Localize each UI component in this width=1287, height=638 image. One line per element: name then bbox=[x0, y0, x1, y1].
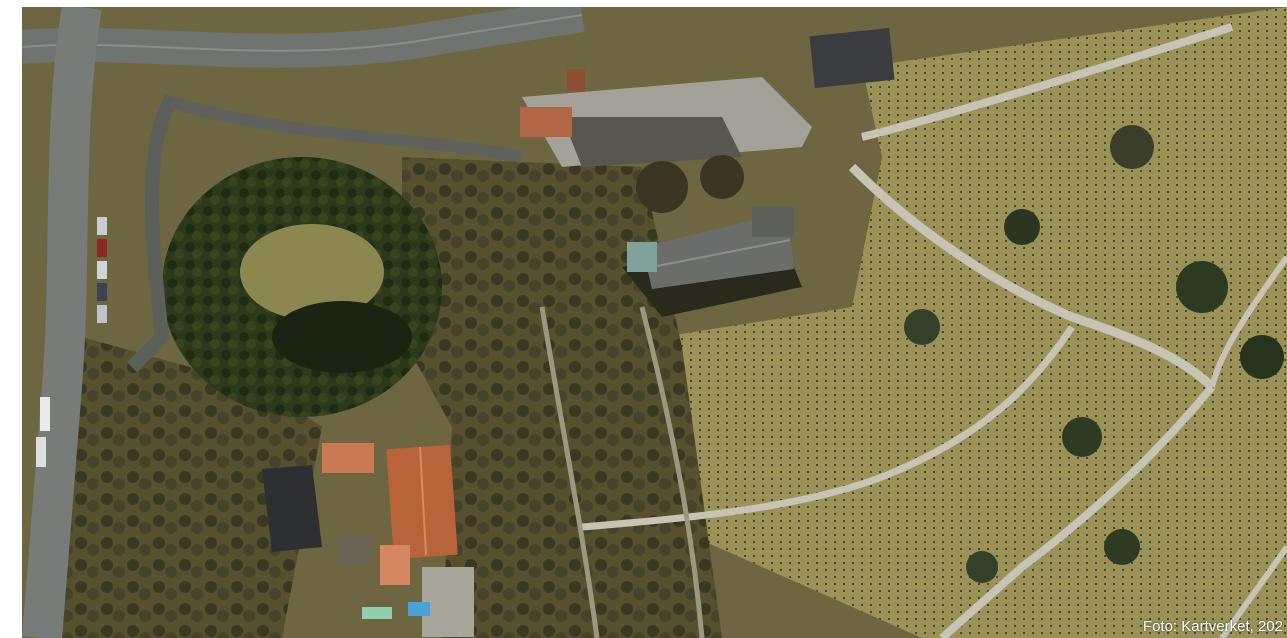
yard bbox=[422, 567, 474, 637]
aerial-photo-canvas bbox=[22, 7, 1287, 638]
map-attribution: Foto: Kartverket, 202 bbox=[1142, 618, 1283, 635]
tree bbox=[1176, 261, 1228, 313]
barn bbox=[386, 444, 458, 560]
loop-road bbox=[127, 93, 179, 372]
parked-car bbox=[97, 283, 107, 301]
tree bbox=[636, 161, 688, 213]
aerial-photo[interactable] bbox=[22, 7, 1287, 638]
building-small bbox=[567, 69, 585, 91]
bus bbox=[36, 437, 46, 467]
tarp-green bbox=[362, 607, 392, 619]
parked-car bbox=[97, 239, 107, 257]
cemetery-path bbox=[581, 325, 1075, 531]
parking-lot-shadow bbox=[562, 117, 742, 167]
western-woodland bbox=[42, 337, 322, 638]
barn-ridge bbox=[419, 446, 427, 556]
church-annex bbox=[752, 207, 794, 237]
clearing-shadow bbox=[272, 301, 412, 373]
building-north bbox=[809, 27, 895, 89]
tarp-blue bbox=[408, 602, 430, 616]
house-dark bbox=[262, 465, 322, 552]
church-tower bbox=[627, 242, 657, 272]
tree bbox=[700, 155, 744, 199]
bus bbox=[40, 397, 50, 431]
shed bbox=[322, 443, 374, 473]
tree-belt-path bbox=[539, 306, 600, 638]
tree bbox=[904, 309, 940, 345]
outbuilding bbox=[338, 535, 370, 565]
parked-car bbox=[97, 305, 107, 323]
barn-annex bbox=[380, 545, 410, 585]
cemetery-path bbox=[939, 384, 1216, 638]
tree bbox=[1104, 529, 1140, 565]
tree bbox=[966, 551, 998, 583]
tree bbox=[1240, 335, 1284, 379]
parked-car bbox=[97, 261, 107, 279]
tree bbox=[1062, 417, 1102, 457]
cemetery-path bbox=[1209, 255, 1287, 388]
cemetery-path bbox=[848, 163, 1216, 391]
west-road bbox=[22, 7, 102, 638]
church-ridge bbox=[646, 239, 791, 269]
tree bbox=[1110, 125, 1154, 169]
loop-road-north bbox=[170, 96, 524, 163]
parked-car bbox=[97, 217, 107, 235]
clearing bbox=[240, 224, 384, 320]
tree bbox=[1004, 209, 1040, 245]
cemetery-path bbox=[1219, 545, 1287, 638]
cemetery-path bbox=[861, 23, 1234, 141]
tree-belt-path bbox=[639, 306, 705, 638]
building-gatehouse bbox=[520, 107, 572, 137]
